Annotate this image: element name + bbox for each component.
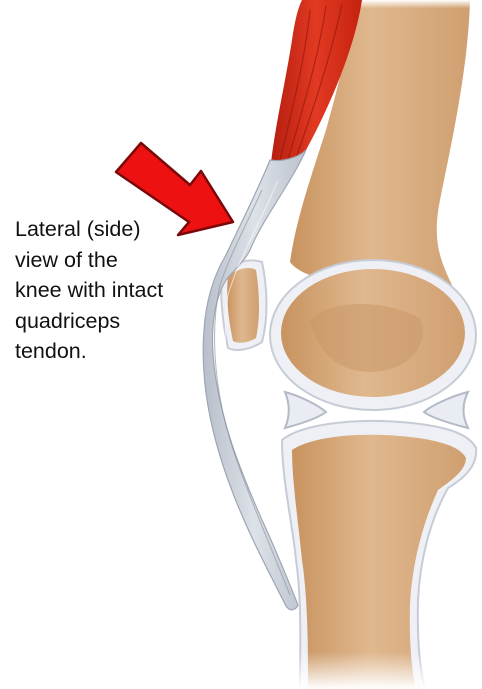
tibia [280, 421, 480, 689]
caption: Lateral (side) view of the knee with int… [15, 214, 215, 367]
caption-line: tendon. [15, 336, 215, 367]
femoral-condyle [270, 260, 476, 410]
caption-line: quadriceps [15, 306, 215, 337]
caption-line: knee with intact [15, 275, 215, 306]
caption-line: view of the [15, 245, 215, 276]
caption-line: Lateral (side) [15, 214, 215, 245]
